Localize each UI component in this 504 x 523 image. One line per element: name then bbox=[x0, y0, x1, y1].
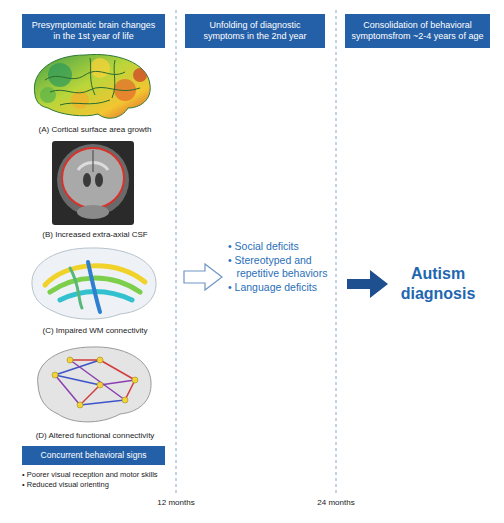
coronal-mri bbox=[52, 141, 134, 225]
behavior-bullet: • Reduced visual orienting bbox=[22, 480, 174, 489]
cortical-surface-brain bbox=[34, 54, 150, 118]
header-text: Concurrent behavioral signs bbox=[41, 450, 147, 460]
diagnosis-arrow bbox=[347, 270, 388, 298]
symptom-bullet: • Stereotyped and repetitive behaviors bbox=[228, 254, 332, 280]
figure-caption: (B) Increased extra-axial CSF bbox=[20, 230, 170, 240]
phase-header: Consolidation of behavioral symptomsfrom… bbox=[345, 14, 490, 48]
header-text: Consolidation of behavioral symptomsfrom… bbox=[350, 20, 485, 42]
symptom-bullet: • Social deficits bbox=[228, 240, 332, 253]
transition-arrow bbox=[184, 264, 222, 290]
time-divider bbox=[336, 10, 337, 493]
time-divider bbox=[176, 10, 177, 493]
figure-caption: (C) Impaired WM connectivity bbox=[20, 326, 170, 336]
white-matter-tracts bbox=[32, 248, 156, 319]
phase-header: Unfolding of diagnostic symptoms in the … bbox=[185, 14, 325, 48]
header-text: Presymptomatic brain changes in the 1st … bbox=[27, 20, 160, 42]
symptom-bullet: • Language deficits bbox=[228, 281, 332, 294]
phase-header: Presymptomatic brain changes in the 1st … bbox=[22, 14, 165, 48]
timeline-tick: 12 months bbox=[146, 498, 206, 508]
figure-caption: (A) Cortical surface area growth bbox=[20, 125, 170, 135]
outcome-label: Autism diagnosis bbox=[392, 264, 484, 304]
section-header: Concurrent behavioral signs bbox=[22, 446, 165, 465]
figure-caption: (D) Altered functional connectivity bbox=[20, 431, 170, 441]
behavior-bullet: • Poorer visual reception and motor skil… bbox=[22, 470, 174, 479]
functional-network bbox=[38, 347, 151, 422]
header-text: Unfolding of diagnostic symptoms in the … bbox=[190, 20, 320, 42]
timeline-tick: 24 months bbox=[306, 498, 366, 508]
